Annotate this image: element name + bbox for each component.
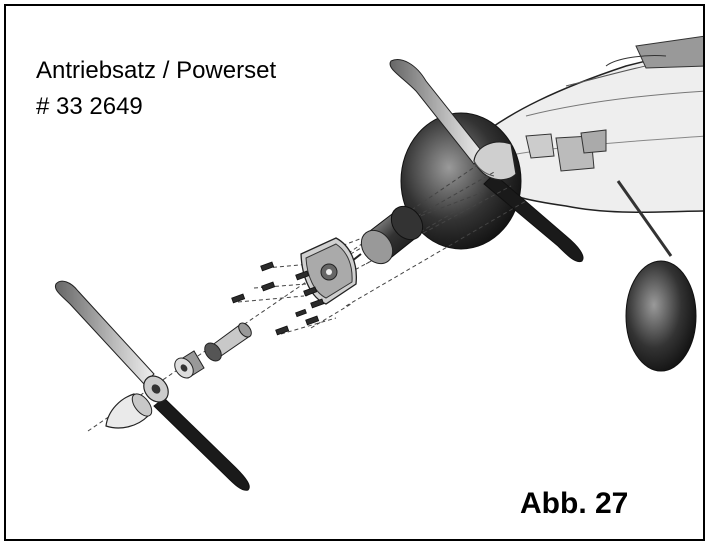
mounted-propeller (389, 59, 584, 263)
exploded-assembly-drawing (54, 35, 703, 491)
figure-frame: Antriebsatz / Powerset # 33 2649 Abb. 27 (4, 4, 705, 541)
loose-propeller (54, 280, 250, 491)
right-wheel (625, 260, 697, 372)
landing-gear-strut (616, 180, 673, 257)
figure-title: Antriebsatz / Powerset (36, 57, 277, 84)
screws (231, 261, 325, 336)
collet-nut (174, 350, 205, 379)
figure-label: Abb. 27 (520, 487, 629, 520)
part-number: # 33 2649 (36, 93, 143, 120)
spinner-cone (105, 393, 153, 429)
aircraft-fuselage (465, 35, 703, 213)
propeller-adapter (204, 322, 252, 362)
electric-motor (351, 205, 424, 265)
